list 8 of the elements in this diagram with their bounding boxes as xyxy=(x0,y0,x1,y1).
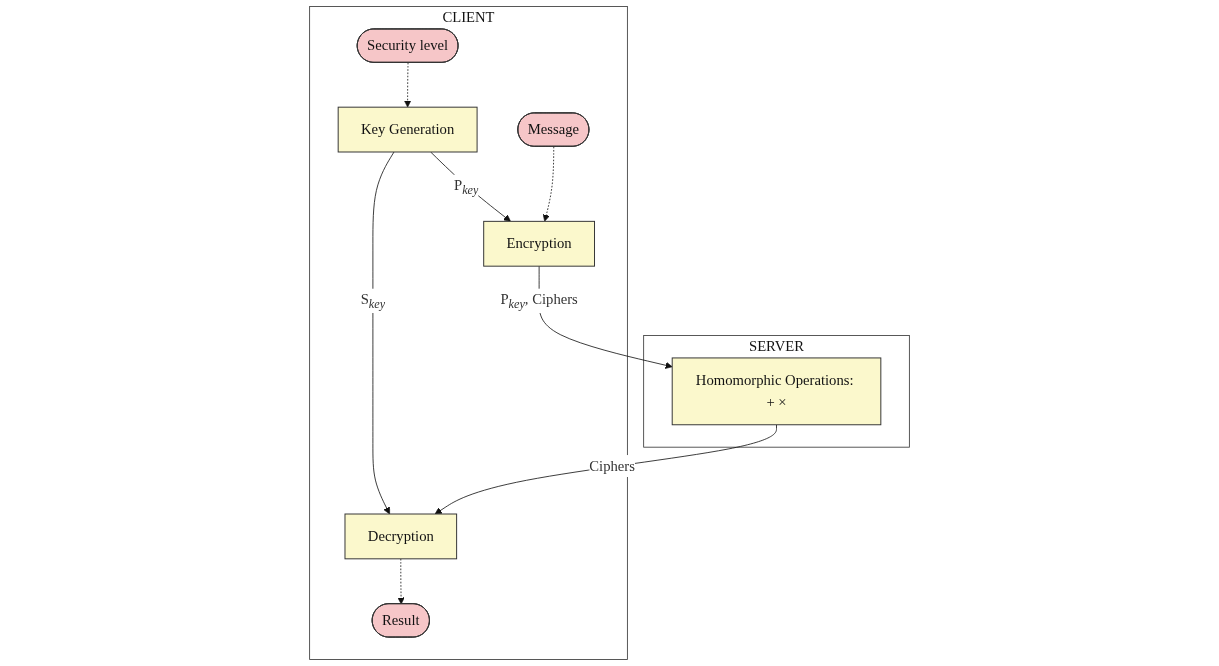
edge-label: P$_{key}$, Ciphers xyxy=(500,291,578,311)
node-box: Decryption xyxy=(344,513,458,560)
edge-label: S$_{key}$ xyxy=(360,291,386,311)
node-box: Key Generation xyxy=(337,106,478,153)
edge-label: Ciphers xyxy=(589,457,635,474)
node-box: Encryption xyxy=(483,220,595,267)
edge-label: P$_{key}$ xyxy=(454,176,479,197)
node-box: Homomorphic Operations: + × xyxy=(671,357,882,426)
